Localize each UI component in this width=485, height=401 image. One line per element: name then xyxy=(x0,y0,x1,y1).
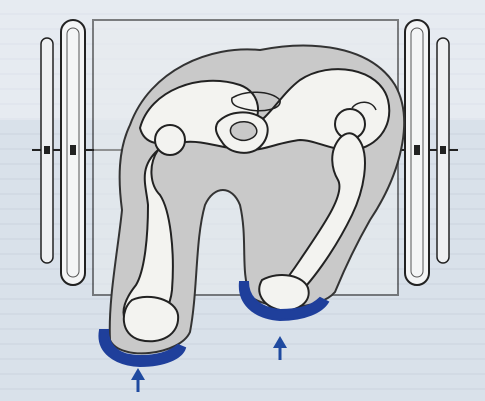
left-hub-outer xyxy=(44,146,50,154)
left-wheel-group xyxy=(41,20,85,285)
pelvic-foramen xyxy=(230,122,256,141)
right-hub-inner xyxy=(414,145,420,155)
right-femur-condyle xyxy=(259,275,308,310)
left-femur-condyle xyxy=(124,297,178,341)
right-hub-outer xyxy=(440,146,446,154)
left-femoral-head xyxy=(155,125,185,155)
left-hub-inner xyxy=(70,145,76,155)
right-wheel-group xyxy=(405,20,449,285)
